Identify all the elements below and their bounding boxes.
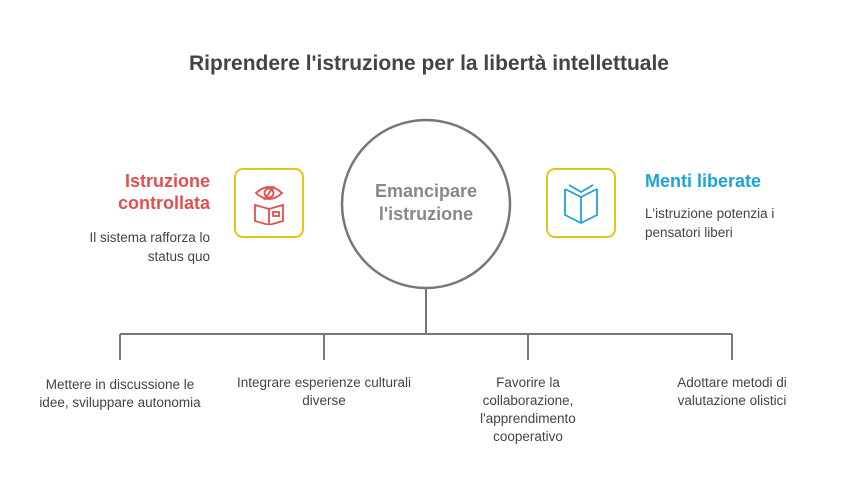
right-icon-box xyxy=(546,168,616,238)
left-description: Il sistema rafforza lo status quo xyxy=(89,230,210,264)
right-heading: Menti liberate xyxy=(645,171,762,191)
left-heading: Istruzione controllata xyxy=(117,171,210,213)
open-book-icon xyxy=(564,184,598,225)
left-icon-box xyxy=(234,168,304,238)
center-label: Emancipare l'istruzione xyxy=(374,181,478,224)
branch-2: Integrare esperienze culturali diverse xyxy=(236,375,412,408)
branch-4: Adottare metodi di valutazione olistici xyxy=(677,375,787,408)
diagram-title: Riprendere l'istruzione per la libertà i… xyxy=(189,52,669,75)
right-description: L'istruzione potenzia i pensatori liberi xyxy=(645,206,775,240)
eye-slash-book-icon xyxy=(254,185,284,225)
branch-3: Favorire la collaborazione, l'apprendime… xyxy=(480,375,576,444)
branch-1: Mettere in discussione le idee, sviluppa… xyxy=(39,377,201,410)
